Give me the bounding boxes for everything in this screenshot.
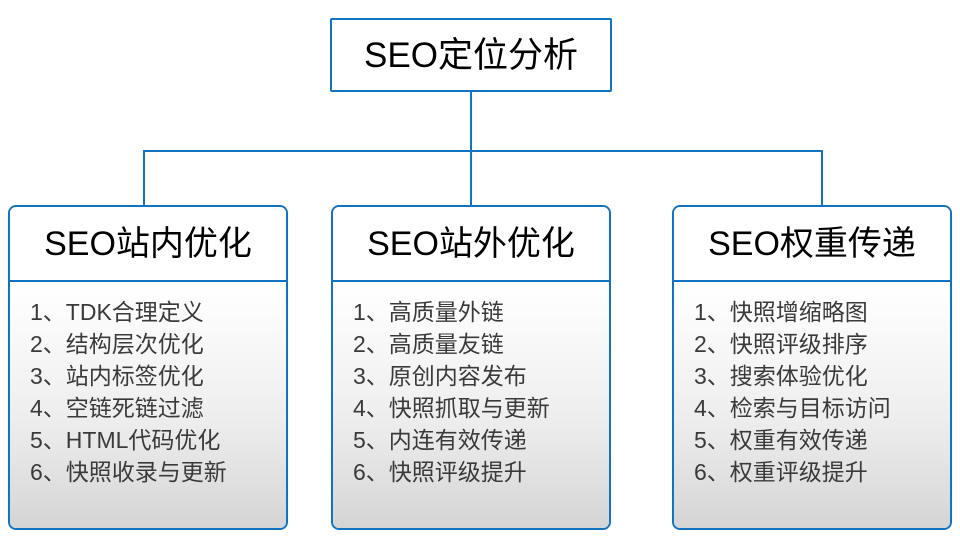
- item-list: 1、快照增缩略图 2、快照评级排序 3、搜索体验优化 4、检索与目标访问 5、权…: [674, 296, 950, 488]
- list-item: 1、高质量外链: [353, 299, 504, 325]
- list-item: 6、权重评级提升: [694, 459, 868, 485]
- child-node-header: SEO权重传递: [674, 207, 950, 282]
- list-item: 3、站内标签优化: [30, 363, 204, 389]
- list-item: 4、检索与目标访问: [694, 395, 891, 421]
- child-node-header: SEO站外优化: [333, 207, 609, 282]
- root-node-label: SEO定位分析: [364, 35, 578, 75]
- list-item: 4、空链死链过滤: [30, 395, 204, 421]
- connector-root-stem: [470, 92, 472, 151]
- child-node-title: SEO站外优化: [367, 224, 575, 263]
- list-item: 5、HTML代码优化: [30, 427, 221, 453]
- connector-drop-child-3: [821, 150, 823, 206]
- connector-drop-child-2: [470, 150, 472, 206]
- root-node[interactable]: SEO定位分析: [330, 18, 612, 92]
- child-node-header: SEO站内优化: [10, 207, 286, 282]
- list-item: 4、快照抓取与更新: [353, 395, 550, 421]
- list-item: 5、内连有效传递: [353, 427, 527, 453]
- child-node-body: 1、TDK合理定义 2、结构层次优化 3、站内标签优化 4、空链死链过滤 5、H…: [10, 282, 286, 528]
- item-list: 1、TDK合理定义 2、结构层次优化 3、站内标签优化 4、空链死链过滤 5、H…: [10, 296, 286, 488]
- child-node-seo-onsite[interactable]: SEO站内优化 1、TDK合理定义 2、结构层次优化 3、站内标签优化 4、空链…: [8, 205, 288, 530]
- list-item: 6、快照收录与更新: [30, 459, 227, 485]
- list-item: 2、结构层次优化: [30, 331, 204, 357]
- child-node-title: SEO站内优化: [44, 224, 252, 263]
- child-node-seo-offsite[interactable]: SEO站外优化 1、高质量外链 2、高质量友链 3、原创内容发布 4、快照抓取与…: [331, 205, 611, 530]
- list-item: 1、TDK合理定义: [30, 299, 204, 325]
- child-node-seo-weight-transfer[interactable]: SEO权重传递 1、快照增缩略图 2、快照评级排序 3、搜索体验优化 4、检索与…: [672, 205, 952, 530]
- list-item: 5、权重有效传递: [694, 427, 868, 453]
- list-item: 2、高质量友链: [353, 331, 504, 357]
- list-item: 6、快照评级提升: [353, 459, 527, 485]
- list-item: 3、原创内容发布: [353, 363, 527, 389]
- list-item: 3、搜索体验优化: [694, 363, 868, 389]
- item-list: 1、高质量外链 2、高质量友链 3、原创内容发布 4、快照抓取与更新 5、内连有…: [333, 296, 609, 488]
- list-item: 1、快照增缩略图: [694, 299, 868, 325]
- child-node-title: SEO权重传递: [708, 224, 916, 263]
- list-item: 2、快照评级排序: [694, 331, 868, 357]
- child-node-body: 1、快照增缩略图 2、快照评级排序 3、搜索体验优化 4、检索与目标访问 5、权…: [674, 282, 950, 528]
- connector-drop-child-1: [143, 150, 145, 206]
- connector-horizontal-bus: [143, 150, 823, 152]
- child-node-body: 1、高质量外链 2、高质量友链 3、原创内容发布 4、快照抓取与更新 5、内连有…: [333, 282, 609, 528]
